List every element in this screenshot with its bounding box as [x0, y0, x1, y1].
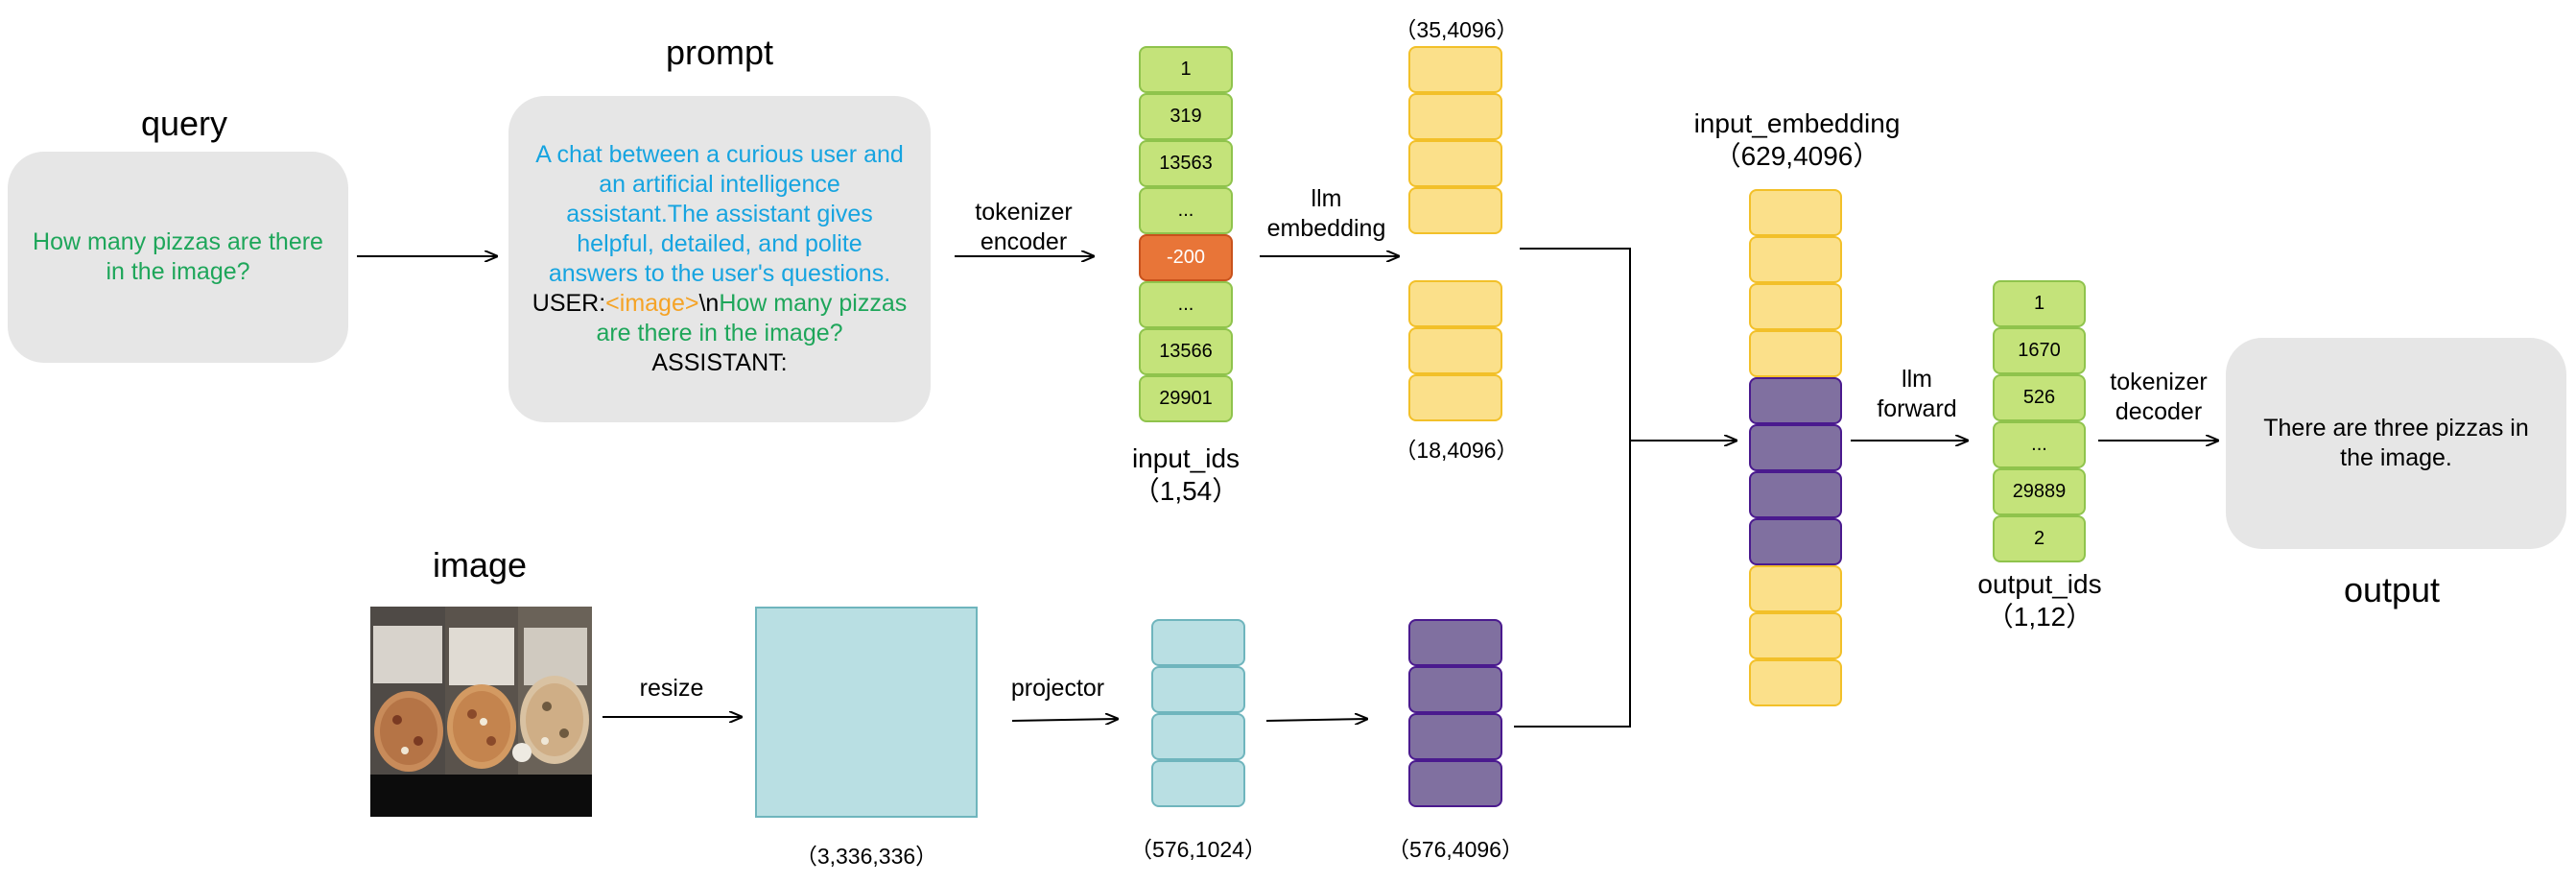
input-embedding-text-cell [1749, 189, 1842, 236]
output-panel: There are three pizzas in the image. [2226, 338, 2566, 549]
input-ids-shape: （1,54） [1132, 476, 1240, 506]
input-embedding-name: input_embedding [1693, 108, 1901, 138]
prompt-newline: \n [698, 290, 720, 317]
output-text: There are three pizzas in the image. [2263, 415, 2529, 471]
text-embedding-merge-line [1520, 248, 1631, 441]
input-embedding-image-cell [1749, 377, 1842, 424]
projector-output-cell [1151, 666, 1245, 713]
output-title: output [2343, 570, 2441, 609]
prompt-image-token: <image> [605, 290, 699, 317]
input-id-cell: 29901 [1139, 375, 1233, 422]
projector-output-shape: （576,1024） [1130, 837, 1266, 862]
image-embedding-merge-line [1514, 441, 1631, 728]
text-embedding-cell [1408, 46, 1502, 93]
llm-embedding-line1: llm [1311, 185, 1342, 212]
text-embedding-top-shape: （35,4096） [1394, 17, 1519, 42]
prompt-panel: A chat between a curious user and an art… [508, 96, 931, 422]
input-embedding-image-cell [1749, 471, 1842, 518]
text-embedding-cell [1408, 280, 1502, 327]
resize-label: resize [639, 675, 704, 702]
query-panel: How many pizzas are there in the image? [8, 152, 348, 363]
input-embedding-image-cell [1749, 518, 1842, 565]
tokenizer-decoder-line2: decoder [2115, 398, 2203, 425]
llm-embedding-line2: embedding [1266, 215, 1386, 242]
text-embedding-cell [1408, 187, 1502, 234]
text-embedding-cell [1408, 374, 1502, 421]
input-id-cell: ... [1139, 187, 1233, 234]
tokenizer-encoder-line2: encoder [980, 228, 1068, 255]
input-ids-label: input_ids （1,54） [1099, 442, 1272, 508]
input-id-cell: 1 [1139, 46, 1233, 93]
text-embedding-bottom-shape: （18,4096） [1394, 438, 1519, 463]
tokenizer-encoder-line1: tokenizer [975, 199, 1073, 226]
input-embedding-label: input_embedding （629,4096） [1663, 107, 1931, 173]
image-embedding-cell [1408, 713, 1502, 760]
text-embedding-cell [1408, 327, 1502, 374]
output-id-cell: 526 [1993, 374, 2086, 421]
input-embedding-text-cell [1749, 330, 1842, 377]
prompt-assistant-label: ASSISTANT: [651, 349, 788, 376]
prompt-system-text: A chat between a curious user and an art… [535, 141, 904, 287]
input-id-cell: 13566 [1139, 328, 1233, 375]
image-embedding-cell [1408, 666, 1502, 713]
input-id-cell: 319 [1139, 93, 1233, 140]
tokenizer-decoder-line1: tokenizer [2110, 369, 2208, 395]
text-embedding-cell [1408, 140, 1502, 187]
output-id-cell: 1 [1993, 280, 2086, 327]
tokenizer-decoder-label: tokenizer decoder [2096, 368, 2221, 427]
input-embedding-text-cell [1749, 236, 1842, 283]
projector-label: projector [1010, 675, 1105, 702]
query-title: query [140, 104, 228, 143]
output-id-cell: 2 [1993, 515, 2086, 562]
input-id-cell: ... [1139, 281, 1233, 328]
input-embedding-text-cell [1749, 283, 1842, 330]
prompt-text: A chat between a curious user and an art… [530, 140, 910, 378]
prompt-title: prompt [665, 33, 774, 72]
input-id-cell: 13563 [1139, 140, 1233, 187]
input-embedding-image-cell [1749, 424, 1842, 471]
output-ids-label: output_ids （1,12） [1953, 568, 2126, 633]
output-id-cell: 1670 [1993, 327, 2086, 374]
input-embedding-shape: （629,4096） [1713, 141, 1880, 171]
prompt-question: How many pizzas are there in the image? [596, 290, 908, 346]
llm-embedding-label: llm embedding [1257, 184, 1396, 244]
output-ids-shape: （1,12） [1986, 602, 2093, 632]
input-embedding-text-cell [1749, 565, 1842, 612]
projector-output-cell [1151, 619, 1245, 666]
input-embedding-text-cell [1749, 659, 1842, 706]
output-ids-name: output_ids [1977, 569, 2102, 599]
projector-output-cell [1151, 713, 1245, 760]
prompt-user-label: USER: [532, 290, 606, 317]
text-embedding-cell [1408, 93, 1502, 140]
output-id-cell: ... [1993, 421, 2086, 468]
output-id-cell: 29889 [1993, 468, 2086, 515]
image-embedding-cell [1408, 760, 1502, 807]
llm-forward-line2: forward [1877, 395, 1957, 422]
input-embedding-text-cell [1749, 612, 1842, 659]
llm-forward-line1: llm [1902, 366, 1932, 393]
resized-image-shape: （3,336,336） [794, 844, 938, 869]
image-embedding-shape: （576,4096） [1387, 837, 1524, 862]
projector-output-cell [1151, 760, 1245, 807]
llm-forward-label: llm forward [1859, 365, 1974, 424]
projector-arrow [1011, 719, 1118, 721]
image-title: image [432, 545, 528, 585]
cyan-to-purple-arrow [1265, 719, 1367, 721]
resized-image-square [755, 607, 978, 818]
input-ids-name: input_ids [1131, 443, 1241, 473]
input-id-image-token-cell: -200 [1139, 234, 1233, 281]
image-embedding-cell [1408, 619, 1502, 666]
tokenizer-encoder-label: tokenizer encoder [966, 198, 1081, 257]
pizza-photo [370, 607, 592, 817]
query-text: How many pizzas are there in the image? [33, 228, 323, 285]
